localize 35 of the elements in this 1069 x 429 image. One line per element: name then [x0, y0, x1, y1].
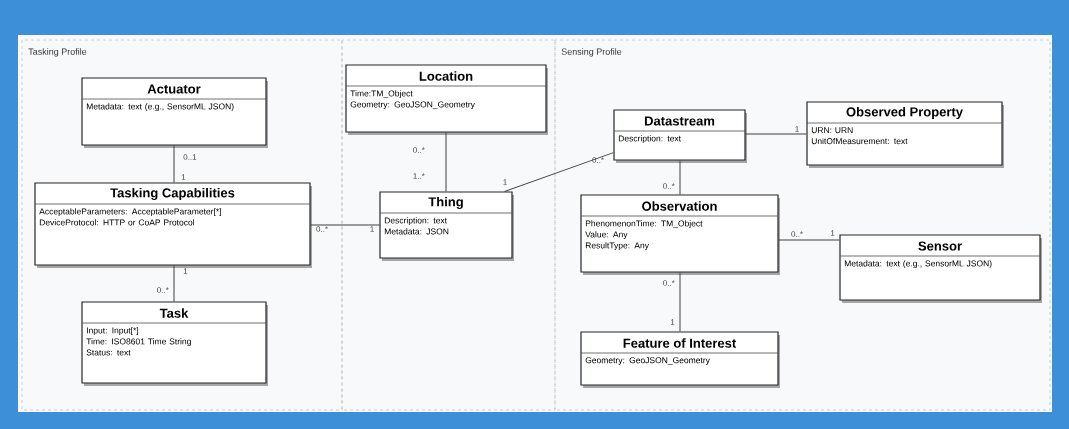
multiplicity-label: 0..1	[183, 154, 197, 160]
association-line	[778, 239, 840, 241]
class-box: Sensor Metadata: text (e.g., SensorML JSON)	[839, 234, 1042, 303]
association-line	[310, 224, 380, 226]
class-box: Datastream Description: text	[613, 109, 747, 163]
association-line	[173, 265, 175, 302]
multiplicity-label: 1	[503, 179, 507, 185]
class-box: Observation PhenomenonTime: TM_Object Value: Any ResultType: Any	[580, 194, 780, 275]
class-box: Location Time:TM_Object Geometry: GeoJSON_Geometry	[345, 64, 548, 135]
association-line	[679, 272, 681, 332]
multiplicity-label: 0..*	[663, 280, 675, 286]
association-line	[173, 145, 175, 183]
multiplicity-label: 1	[795, 126, 799, 132]
multiplicity-label: 1	[181, 174, 186, 180]
multiplicity-label: 1..*	[413, 173, 425, 179]
association-line	[745, 133, 807, 135]
association-line	[679, 160, 681, 195]
class-box: Feature of Interest Geometry: GeoJSON_Geometry	[580, 331, 780, 388]
class-box: Thing Description: text Metadata: JSON	[379, 191, 514, 261]
multiplicity-label: 1	[670, 319, 675, 325]
multiplicity-label: 0..*	[316, 226, 328, 232]
association-line	[445, 132, 447, 192]
class-box: Actuator Metadata: text (e.g., SensorML JSON)	[81, 77, 268, 148]
class-box: Tasking Capabilities AcceptableParameters: AcceptableParameter[*] DeviceProtocol: HTTP or CoAP Protocol	[34, 182, 312, 268]
multiplicity-label: 0..*	[413, 147, 425, 153]
class-box: Task Input: Input[*] Time: ISO8601 Time String Status: text	[81, 301, 268, 386]
association-line	[504, 152, 614, 192]
multiplicity-label: 0..*	[157, 287, 169, 293]
multiplicity-label: 0..*	[791, 231, 803, 237]
multiplicity-label: 0..*	[663, 183, 675, 189]
class-box: Observed Property URN: URN UnitOfMeasurement: text	[806, 101, 1004, 168]
multiplicity-label: 0..*	[592, 157, 604, 163]
multiplicity-label: 1	[183, 268, 188, 274]
multiplicity-label: 1	[370, 226, 374, 232]
multiplicity-label: 1	[830, 230, 835, 236]
